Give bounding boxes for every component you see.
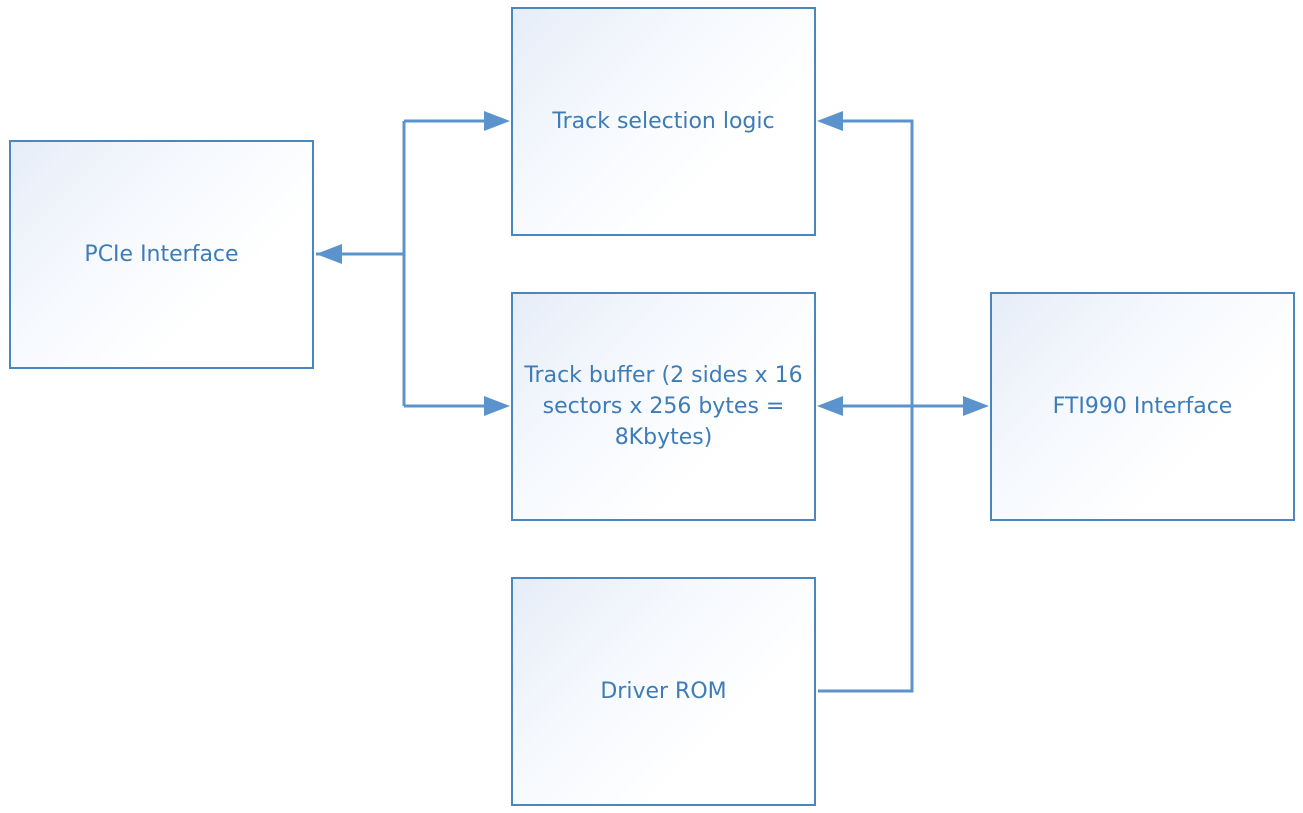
to-track-buffer-right-arrowhead	[817, 396, 843, 416]
pcie-interface-label: PCIe Interface	[84, 242, 239, 267]
to-track-buffer-arrowhead	[484, 396, 510, 416]
track-buffer-label: Track buffer (2 sides x 16 sectors x 256…	[524, 363, 803, 450]
to-track-selection-right-arrowhead	[817, 111, 843, 131]
pcie-arrowhead	[316, 244, 342, 264]
track-selection-logic-label: Track selection logic	[552, 109, 775, 134]
driver-rom-block: Driver ROM	[511, 577, 816, 806]
track-selection-logic-block: Track selection logic	[511, 7, 816, 236]
pcie-interface-block: PCIe Interface	[9, 140, 314, 369]
fti990-interface-block: FTI990 Interface	[990, 292, 1295, 521]
fti990-interface-label: FTI990 Interface	[1052, 394, 1233, 419]
driver-rom-label: Driver ROM	[600, 679, 727, 704]
track-buffer-block: Track buffer (2 sides x 16 sectors x 256…	[511, 292, 816, 521]
to-fti990-arrowhead	[963, 396, 989, 416]
to-track-selection-arrowhead	[484, 111, 510, 131]
